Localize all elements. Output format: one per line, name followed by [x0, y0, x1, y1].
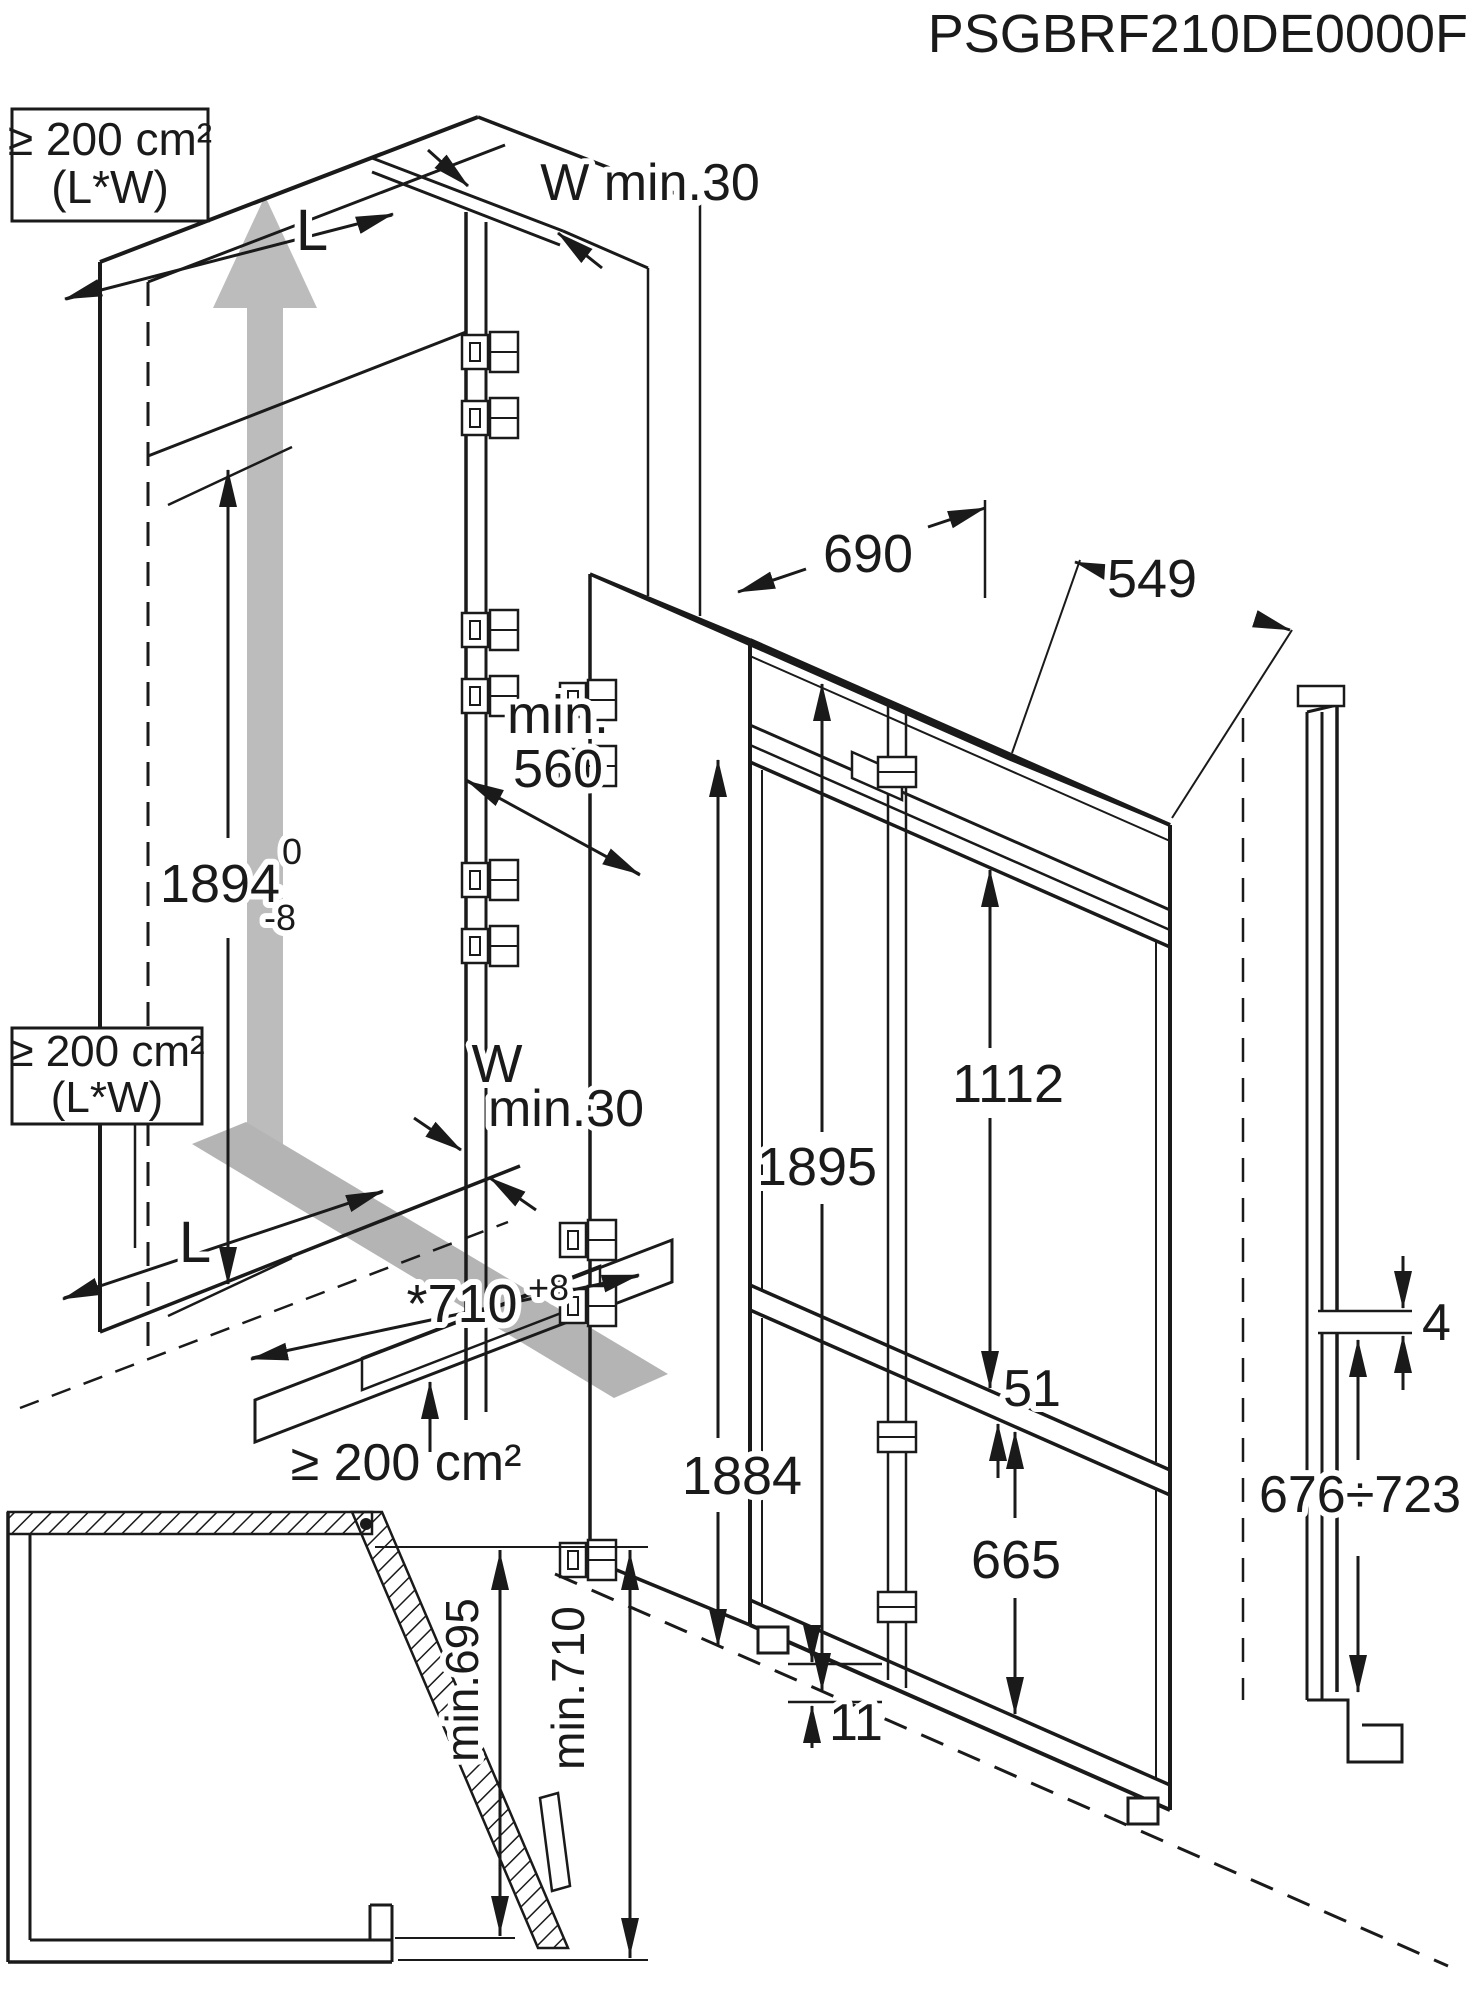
- door-gap-label: 51: [1003, 1360, 1061, 1418]
- sideview-panel-range-label: 676÷723: [1259, 1466, 1461, 1524]
- labels: PSGBRF210DE0000F ≥ 200 cm² (L*W) ≥ 200 c…: [8, 0, 1474, 1776]
- niche-depth-L-mid: L: [179, 1210, 211, 1275]
- plinth-width-tol: +8: [528, 1267, 569, 1308]
- niche-height-tol-lower: -8: [264, 897, 296, 938]
- appliance-foot: [756, 1625, 790, 1655]
- appliance-foot: [1126, 1796, 1160, 1826]
- open-door-hatched: [350, 1510, 570, 1950]
- vent-area-top-box: [10, 107, 210, 223]
- cabinet-niche-drawing: [19, 115, 702, 1445]
- vent-bottom-label: ≥ 200 cm²: [291, 1434, 522, 1492]
- niche-height-label: 1894: [160, 854, 280, 914]
- door-rail-bracket-icon: [876, 755, 918, 789]
- appliance-width-label: 549: [1107, 549, 1197, 609]
- fridge-door-height-label: 1112: [952, 1054, 1064, 1114]
- dimension-lines: [62, 148, 1412, 1958]
- cabinet-hinge-icon: [460, 608, 520, 652]
- door-handle-icon: [538, 1791, 572, 1893]
- appliance-height-nofeet-label: 1884: [682, 1446, 802, 1506]
- niche-wall-top-label: W min.30: [540, 154, 760, 212]
- side-profile-view: [1241, 684, 1412, 1764]
- niche-height-tol-upper: 0: [282, 831, 302, 872]
- freezer-door-height-label: 665: [971, 1530, 1061, 1590]
- sideview-gap-label: 4: [1422, 1294, 1451, 1352]
- model-number: PSGBRF210DE0000F: [928, 4, 1468, 64]
- door-rail-bracket-icon: [876, 1420, 918, 1454]
- vent-mid-line2: (L*W): [51, 1073, 163, 1122]
- vent-area-middle-box: [10, 1026, 204, 1126]
- niche-wall-mid-min30: min.30: [488, 1080, 644, 1138]
- plan-min695-label: min.695: [436, 1598, 488, 1762]
- cabinet-hinge-icon: [460, 330, 520, 374]
- vent-top-line1: ≥ 200 cm²: [8, 113, 212, 165]
- door-hinge-point-icon: [360, 1518, 372, 1530]
- appli ance-hinge-icon: [558, 1218, 618, 1262]
- appliance-depth-door-label: 690: [823, 524, 913, 584]
- plinth-width-label: *710: [406, 1274, 517, 1334]
- cabinet-hinge-icon: [460, 924, 520, 968]
- appliance-height-label: 1895: [757, 1137, 877, 1197]
- plan-min710-label: min.710: [542, 1606, 594, 1770]
- cabinet-hinge-icon: [460, 396, 520, 440]
- foot-adjust-label: 11: [829, 1694, 883, 1752]
- appliance-drawing: [554, 572, 1449, 1968]
- niche-wall-mid-w: W: [472, 1034, 523, 1094]
- vent-mid-line1: ≥ 200 cm²: [9, 1027, 204, 1076]
- niche-depth-min-value: 560: [513, 739, 603, 799]
- door-rail-bracket-icon: [876, 1590, 918, 1624]
- vent-top-line2: (L*W): [51, 161, 169, 213]
- niche-depth-L-top: L: [296, 198, 328, 263]
- cabinet-hinge-icon: [460, 858, 520, 902]
- niche-depth-min-word: min.: [507, 685, 609, 745]
- plan-view: [6, 1510, 648, 1964]
